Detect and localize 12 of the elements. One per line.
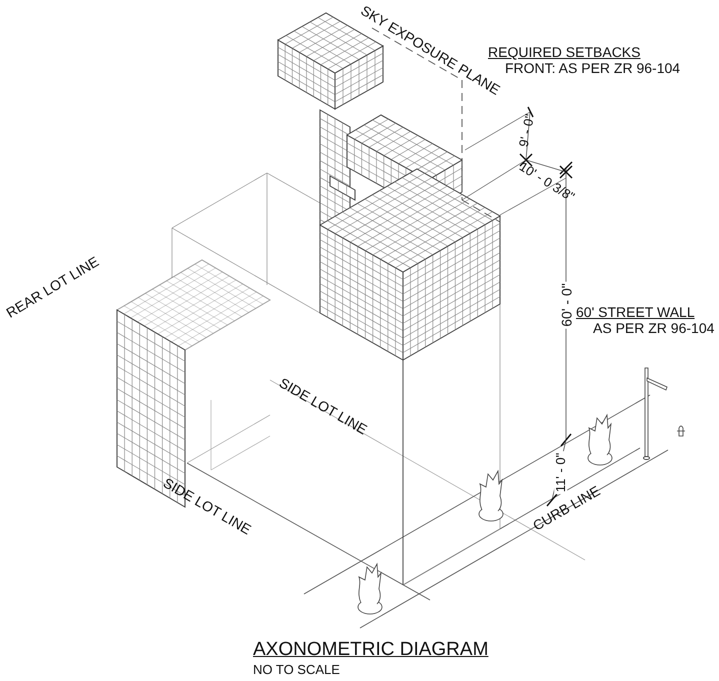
dimension-label: 10' - 0 3/8" (517, 159, 577, 203)
note-text: AS PER ZR 96-104 (593, 321, 714, 335)
caption-text: NO TO SCALE (253, 663, 340, 676)
lot-line-label: SIDE LOT LINE (160, 475, 253, 537)
note-text: FRONT: AS PER ZR 96-104 (505, 61, 680, 75)
dimension-label: 11' - 0" (554, 450, 567, 494)
lot-line-label: SIDE LOT LINE (276, 375, 369, 437)
heading-label: REQUIRED SETBACKS (488, 45, 640, 59)
diagram-title: AXONOMETRIC DIAGRAM (253, 640, 488, 659)
dimension-label: 9' - 0" (516, 112, 536, 148)
heading-label: 60' STREET WALL (576, 305, 695, 319)
dimension-label: 60' - 0" (559, 281, 574, 329)
